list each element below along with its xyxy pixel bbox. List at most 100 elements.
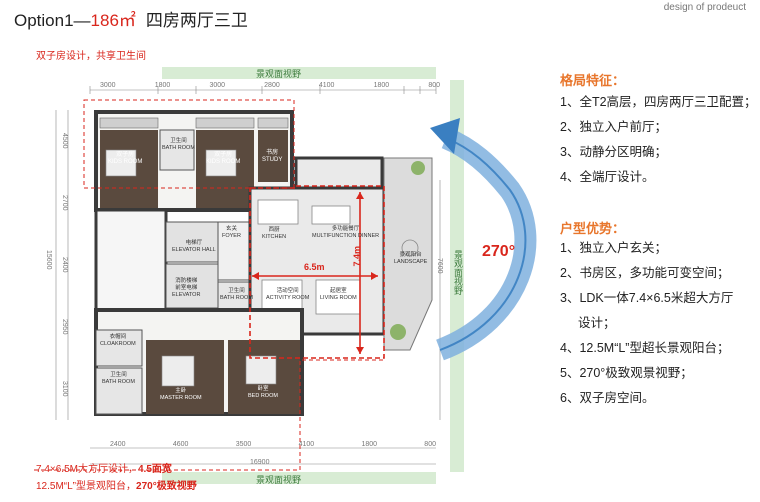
- dim-left-1: 4500: [61, 133, 68, 149]
- room-kitchen-cn: 西厨: [268, 227, 280, 233]
- dim-top-2: 1800: [154, 82, 171, 89]
- room-cloak-en: CLOAKROOM: [100, 341, 136, 347]
- arrow-head-icon: [430, 118, 460, 154]
- dim-6-5: 6.5m: [304, 262, 325, 272]
- room-bedroom-c-en: BED ROOM: [248, 393, 278, 399]
- note-balcony: 12.5M“L”型景观阳台，270°极致视野: [36, 477, 197, 492]
- room-bath-c-cn: 卫生间: [110, 372, 127, 378]
- features-title: 格局特征：: [560, 73, 626, 88]
- dim-top: 3000 1800 3000 2800 4100 1800 800: [100, 82, 440, 89]
- dim-left-4: 2950: [61, 319, 68, 335]
- dim-top-1: 3000: [100, 82, 116, 89]
- room-lift-hall-en: ELEVATOR HALL: [172, 247, 216, 253]
- room-master-en: MASTER ROOM: [160, 395, 202, 401]
- dim-top-5: 4100: [318, 82, 335, 89]
- room-stair-en: ELEVATOR: [172, 292, 201, 298]
- note-balcony-bold: 270°极致视野: [136, 481, 197, 492]
- advantages-title: 户型优势：: [560, 221, 626, 236]
- dim-left-5: 3100: [61, 381, 68, 397]
- room-living-en: LIVING ROOM: [320, 295, 357, 301]
- room-dining-cn: 多功能餐厅: [331, 226, 360, 232]
- room-bath-b-en: BATH ROOM: [220, 295, 253, 301]
- room-foyer-en: FOYER: [222, 233, 241, 239]
- room-stair-cn: 消防楼梯: [175, 278, 198, 284]
- title-cn: 四房两厅三卫: [145, 11, 248, 30]
- dim-bottom-1: 2400: [110, 441, 126, 448]
- room-bath-a-cn: 卫生间: [170, 138, 187, 144]
- room-bedroom-c-cn: 卧室: [257, 386, 269, 392]
- view-label-bottom: 景观面视野: [256, 475, 302, 485]
- dim-bottom-2: 4600: [172, 441, 189, 448]
- room-bath-b-cn: 卫生间: [228, 288, 245, 294]
- dim-bottom-6: 800: [424, 441, 436, 448]
- room-bath-a-en: BATH ROOM: [162, 145, 195, 151]
- dim-top-6: 1800: [373, 82, 390, 89]
- dim-left-3: 2400: [61, 257, 68, 273]
- view-band-right: [450, 80, 464, 472]
- dim-bottom-5: 1800: [361, 441, 378, 448]
- feature-item-3: 3、动静分区明确；: [560, 145, 667, 159]
- dim-bottom-3: 3500: [235, 441, 252, 448]
- note-living: 7.4×6.5M大方厅设计，4.5面宽: [36, 460, 172, 475]
- view-band-bottom: [162, 472, 436, 484]
- dim-right: 7600: [436, 258, 443, 274]
- dim-total: 16900: [250, 459, 270, 466]
- room-study-cn: 书房: [266, 150, 279, 156]
- note-living-bold: 4.5面宽: [137, 464, 172, 475]
- title-prefix: Option1—: [14, 11, 91, 30]
- room-study-en: STUDY: [262, 157, 283, 163]
- room-kids-b-en: KIDS ROOM: [206, 159, 241, 165]
- room-kids-a-en: KIDS ROOM: [108, 159, 143, 165]
- dim-left-total: 15600: [45, 250, 52, 270]
- room-kitchen-en: KITCHEN: [262, 234, 287, 240]
- dim-bottom: 2400 4600 3500 4100 1800 800: [110, 441, 436, 448]
- dim-left-2: 2700: [61, 195, 68, 211]
- dim-left: 4500 2700 2400 2950 3100: [58, 110, 68, 420]
- room-kids-b-cn: 双子房: [214, 152, 233, 158]
- view-label-right: 景观面视野: [453, 250, 463, 295]
- view-band-top: [162, 67, 436, 79]
- advantage-item-2: 2、书房区，多功能可变空间；: [560, 266, 730, 280]
- note-balcony-text: 12.5M“L”型景观阳台，: [36, 481, 137, 492]
- feature-item-1: 1、全T2高层，四房两厅三卫配置；: [560, 95, 757, 109]
- room-kids-a-cn: 双子房: [116, 152, 135, 158]
- room-master-cn: 主卧: [175, 388, 187, 394]
- advantage-item-3: 3、LDK一体7.4×6.5米超大方厅: [560, 291, 734, 305]
- room-cloak-cn: 衣帽间: [109, 334, 127, 340]
- room-dining-en: MULTIFUNCTION DINNER: [312, 233, 380, 239]
- advantages-list: 1、独立入户玄关； 2、书房区，多功能可变空间； 3、LDK一体7.4×6.5米…: [560, 236, 733, 411]
- note-living-text: 7.4×6.5M大方厅设计，: [36, 464, 138, 475]
- room-balcony-cn: 景观阳台: [399, 252, 422, 258]
- room-activity-en: ACTIVITY ROOM: [266, 295, 310, 301]
- dim-7-4: 7.4m: [352, 246, 362, 267]
- advantage-item-3b: 设计；: [578, 316, 616, 330]
- dim-top-7: 800: [428, 82, 440, 89]
- angle-270: 270°: [482, 243, 516, 260]
- dim-top-3: 3000: [209, 82, 226, 89]
- room-bath-c-en: BATH ROOM: [102, 379, 135, 385]
- study-floor: [258, 130, 288, 182]
- room-stair2-cn: 前室电梯: [175, 285, 198, 291]
- advantage-item-1: 1、独立入户玄关；: [560, 241, 667, 255]
- advantage-item-6: 6、双子房空间。: [560, 391, 655, 405]
- room-foyer-cn: 玄关: [225, 226, 237, 232]
- title-area: 186㎡: [90, 11, 136, 30]
- features-list: 1、全T2高层，四房两厅三卫配置； 2、独立入户前厅； 3、动静分区明确； 4、…: [560, 90, 757, 190]
- room-activity-cn: 活动空间: [276, 288, 299, 294]
